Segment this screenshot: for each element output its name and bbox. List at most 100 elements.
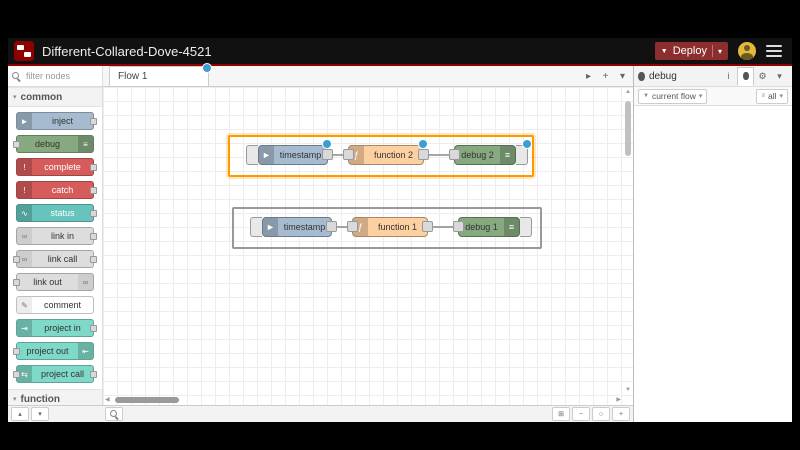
changed-indicator [522, 139, 532, 149]
deploy-button[interactable]: ▼ Deploy ▾ [654, 42, 728, 60]
sidebar-menu-button[interactable]: ▾ [777, 70, 782, 81]
palette-node-catch[interactable]: ! catch [16, 181, 97, 199]
search-input[interactable] [24, 70, 94, 82]
deploy-caret-icon[interactable]: ▾ [717, 46, 722, 56]
debug-messages-panel[interactable] [634, 106, 792, 422]
main-menu-icon[interactable] [766, 45, 782, 57]
palette-node-project-call[interactable]: ⇆ project call [13, 365, 97, 383]
palette-search[interactable] [8, 66, 102, 87]
input-port[interactable] [449, 149, 460, 160]
palette-category-common[interactable]: ▾ common [8, 87, 102, 107]
palette-node-link-call[interactable]: ∞ link call [13, 250, 97, 268]
palette-node-link-in[interactable]: ∞ link in [16, 227, 97, 245]
inject-trigger-button[interactable] [250, 217, 262, 237]
chevron-down-icon: ▾ [698, 93, 703, 100]
node-inject-timestamp[interactable]: ► timestamp [246, 139, 333, 165]
output-port[interactable] [418, 149, 429, 160]
node-function-1[interactable]: ƒ function 1 [347, 217, 433, 237]
filter-flow-dropdown[interactable]: ▼ current flow ▾ [638, 88, 708, 104]
search-flows-button[interactable] [105, 407, 123, 421]
node-label: function 1 [377, 222, 418, 232]
zoom-out-button[interactable]: − [572, 407, 590, 421]
horizontal-scrollbar[interactable]: ◀ ▶ [105, 395, 621, 405]
vertical-scroll-thumb[interactable] [625, 101, 631, 156]
project-out-icon: ⇤ [78, 343, 93, 359]
debug-icon: ≡ [504, 218, 519, 236]
palette-node-label: link call [47, 254, 78, 264]
vertical-scrollbar[interactable]: ▲ ▼ [623, 87, 633, 395]
scroll-right-icon[interactable]: ▶ [616, 397, 621, 403]
node-function-2[interactable]: ƒ function 2 [343, 139, 429, 165]
output-port [90, 371, 97, 378]
status-wave-icon: ∿ [17, 205, 32, 221]
deploy-divider [711, 45, 713, 57]
toggle-grid-button[interactable]: ⊞ [552, 407, 570, 421]
zoom-in-button[interactable]: + [612, 407, 630, 421]
filter-all-dropdown[interactable]: ≡ all ▾ [756, 88, 788, 104]
node-debug-2[interactable]: debug 2 ≡ [449, 139, 532, 165]
category-label: function [20, 393, 60, 405]
tab-debug[interactable] [737, 66, 754, 86]
input-port[interactable] [343, 149, 354, 160]
expand-all-button[interactable]: ▾ [31, 407, 49, 421]
flow-tabbar: Flow 1 ▸ + ▾ [103, 63, 633, 87]
palette-node-status[interactable]: ∿ status [16, 204, 97, 222]
user-avatar[interactable] [738, 42, 756, 60]
scroll-down-icon[interactable]: ▼ [625, 387, 631, 393]
tab-config[interactable]: ⚙ [758, 70, 767, 81]
bug-icon [742, 72, 749, 80]
scroll-up-icon[interactable]: ▲ [625, 89, 631, 95]
palette-node-label: project call [40, 369, 85, 379]
node-label: timestamp [279, 150, 322, 160]
output-port[interactable] [326, 221, 337, 232]
node-inject-timestamp[interactable]: ► timestamp [250, 217, 337, 237]
palette-node-label: link out [33, 277, 62, 287]
output-port[interactable] [322, 149, 333, 160]
flow-list-button[interactable]: ▾ [619, 70, 626, 82]
palette-node-debug[interactable]: ≡ debug [13, 135, 94, 153]
palette-category-function[interactable]: ▾ function [8, 389, 102, 405]
palette-node-label: comment [43, 300, 81, 310]
sidebar-title: debug [649, 70, 677, 82]
palette-node-inject[interactable]: ► inject [16, 112, 97, 130]
horizontal-scroll-thumb[interactable] [115, 397, 179, 403]
input-port [13, 371, 20, 378]
palette-node-project-in[interactable]: ⇥ project in [16, 319, 97, 337]
palette-node-complete[interactable]: ! complete [16, 158, 97, 176]
tab-flow-1[interactable]: Flow 1 [109, 63, 212, 86]
comment-icon: ✎ [17, 297, 32, 313]
output-port [90, 210, 97, 217]
inject-trigger-button[interactable] [246, 145, 258, 165]
scroll-left-icon[interactable]: ◀ [105, 397, 110, 403]
node-label: function 2 [373, 150, 414, 160]
input-port[interactable] [453, 221, 464, 232]
debug-icon: ≡ [78, 136, 93, 152]
palette-node-project-out[interactable]: ⇤ project out [13, 342, 94, 360]
palette-node-comment[interactable]: ✎ comment [16, 296, 94, 314]
group-selected[interactable] [228, 135, 534, 177]
zoom-reset-button[interactable]: ○ [592, 407, 610, 421]
tab-info[interactable]: i [727, 71, 730, 81]
node-debug-1[interactable]: debug 1 ≡ [453, 217, 532, 237]
app-header: Different-Collared-Dove-4521 ▼ Deploy ▾ [8, 38, 792, 66]
input-port[interactable] [347, 221, 358, 232]
link-icon: ∞ [17, 228, 32, 244]
changed-indicator [202, 63, 212, 73]
debug-sidebar: debug i ⚙ ▾ ▼ current flow ▾ ≡ all ▾ [633, 66, 792, 422]
add-flow-button[interactable]: + [602, 70, 609, 82]
tab-scroll-button[interactable]: ▸ [585, 70, 592, 82]
group[interactable] [232, 207, 542, 249]
debug-toggle-button[interactable] [520, 217, 532, 237]
exclamation-icon: ! [17, 182, 32, 198]
output-port[interactable] [422, 221, 433, 232]
palette-node-label: status [50, 208, 75, 218]
palette-node-link-out[interactable]: ∞ link out [13, 273, 94, 291]
collapse-all-button[interactable]: ▴ [11, 407, 29, 421]
category-label: common [20, 91, 63, 103]
project-call-icon: ⇆ [17, 366, 32, 382]
palette-node-label: project in [44, 323, 81, 333]
chevron-down-icon: ▾ [13, 94, 17, 101]
output-port [90, 118, 97, 125]
palette-node-label: link in [50, 231, 74, 241]
flow-canvas[interactable]: ► timestamp ƒ function 2 [103, 87, 633, 405]
